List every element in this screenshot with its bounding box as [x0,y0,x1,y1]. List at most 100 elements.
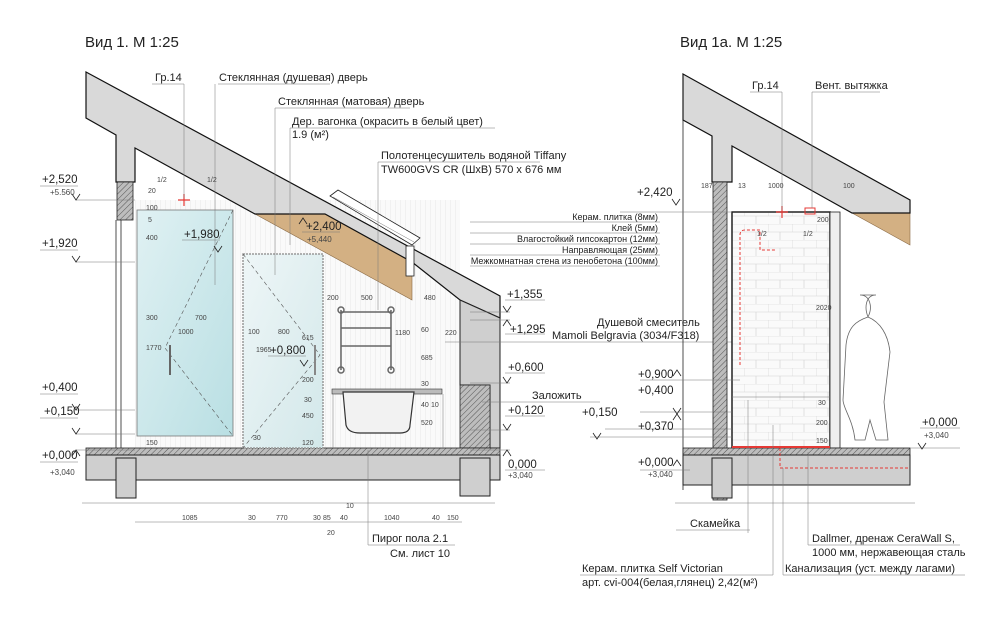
view-1: Вид 1. М 1:25 [40,34,740,560]
level-mark: +1,355 [507,289,543,301]
dim-text: 1/2 [207,177,217,184]
right-wall-infill [459,384,491,449]
level-mark: +0,600 [508,362,544,374]
level-sub: +5,440 [307,235,332,244]
label-mixer-1: Душевой смеситель [597,317,700,329]
dim-text: 1965 [256,347,272,354]
dim-text: 150 [447,515,459,522]
level-mark: +0,400 [638,385,674,397]
level-mark: +1,980 [184,229,220,241]
dim-text: 400 [146,235,158,242]
dim-text: 100 [843,183,855,190]
layer-2: Клей (5мм) [612,223,658,233]
label-bench: Скамейка [690,518,741,530]
left-wall-block [116,181,134,221]
dim-text: 200 [302,377,314,384]
view-1-title: Вид 1. М 1:25 [85,34,179,51]
level-sub: +3,040 [508,471,533,480]
floor-beam-right [459,457,491,497]
dim-text: 800 [278,329,290,336]
dim-text: 1040 [384,515,400,522]
label-gr14: Гр.14 [155,72,182,84]
level-mark: +0,120 [508,405,544,417]
label-floor-2: См. лист 10 [390,548,450,560]
view-1a: Вид 1а. М 1:25 Гр.14 Вент. в [580,34,966,589]
label-towel-rail-2: TW600GVS CR (ШхВ) 570 x 676 мм [381,164,562,176]
dim-text: 20 [148,188,156,195]
dim-text: 10 [431,402,439,409]
levels-left: +2,520 +5.560 +1,920 +0,400 +0,150 +0,00… [40,174,135,477]
level-mark: +2,520 [42,174,78,186]
partition-wall [712,181,728,501]
dim-text: 770 [276,515,288,522]
label-floor-1: Пирог пола 2.1 [372,533,448,545]
floor-beam [711,457,733,499]
level-mark: +0,370 [638,421,674,433]
label-shower-door: Стеклянная (душевая) дверь [219,72,368,84]
bath-basin [331,388,444,448]
dim-text: 85 [323,515,331,522]
matte-glass-door [242,253,324,449]
dim-text: 220 [445,330,457,337]
dim-text: 1000 [768,183,784,190]
level-mark: +0,400 [42,382,78,394]
dim-text: 200 [816,420,828,427]
dim-text: 187 [701,183,713,190]
dim-text: 30 [421,381,429,388]
label-lay-in: Заложить [532,390,582,402]
dim-text: 1/2 [803,231,813,238]
level-mark: +0,800 [270,345,306,357]
level-mark: +0,150 [582,407,618,419]
dim-text: 685 [421,355,433,362]
dim-text: 30 [304,397,312,404]
dim-text: 120 [302,440,314,447]
layer-1: Керам. плитка (8мм) [572,212,658,222]
dim-text: 150 [816,438,828,445]
dim-text: 40 [340,515,348,522]
level-mark: +2,420 [637,187,673,199]
dim-text: 40 [421,402,429,409]
dim-text: 5 [148,217,152,224]
wood-panelling [851,212,911,246]
dim-text: 1180 [395,330,410,337]
label-sewer: Канализация (уст. между лагами) [785,563,955,575]
dim-text: 1/2 [157,177,167,184]
label-wood-panel: Дер. вагонка (окрасить в белый цвет) [292,116,483,128]
dim-text: 30 [248,515,256,522]
floor-beam-left [115,457,137,499]
dim-text: 300 [146,315,158,322]
dim-text: 60 [421,327,429,334]
vent-icon [804,207,816,215]
towel-rail [337,306,395,374]
label-drain-1: Dallmer, дренаж CeraWall S, [812,533,955,545]
level-mark: +0,000 [922,417,958,429]
label-matte-door: Стеклянная (матовая) дверь [278,96,425,108]
view-1a-title: Вид 1а. М 1:25 [680,34,782,51]
label-vent: Вент. вытяжка [815,80,889,92]
dim-text: 30 [818,400,826,407]
pipe-route [739,229,910,469]
level-mark: +2,400 [306,221,342,233]
level-mark: +0,000 [638,457,674,469]
level-mark: 0,000 [508,459,537,471]
dim-text: 615 [302,335,314,342]
label-mixer-2: Mamoli Belgravia (3034/F318) [552,330,699,342]
shower-glass-door [136,209,234,437]
dim-text: 1085 [182,515,198,522]
dim-text: 1770 [146,345,162,352]
tiled-wall [731,211,831,449]
dim-text: 150 [146,440,158,447]
level-sub: +3,040 [50,468,75,477]
level-sub: +5.560 [50,188,75,197]
dim-text: 1/2 [757,231,767,238]
skylight-window [329,189,421,277]
dim-text: 200 [817,217,829,224]
level-mark: +1,295 [510,324,546,336]
label-gr14: Гр.14 [752,80,779,92]
dim-text: 20 [327,530,335,537]
floor-screed [85,447,501,456]
dim-text: 100 [248,329,260,336]
layer-3: Влагостойкий гипсокартон (12мм) [517,234,658,244]
floor-screed [682,447,911,456]
